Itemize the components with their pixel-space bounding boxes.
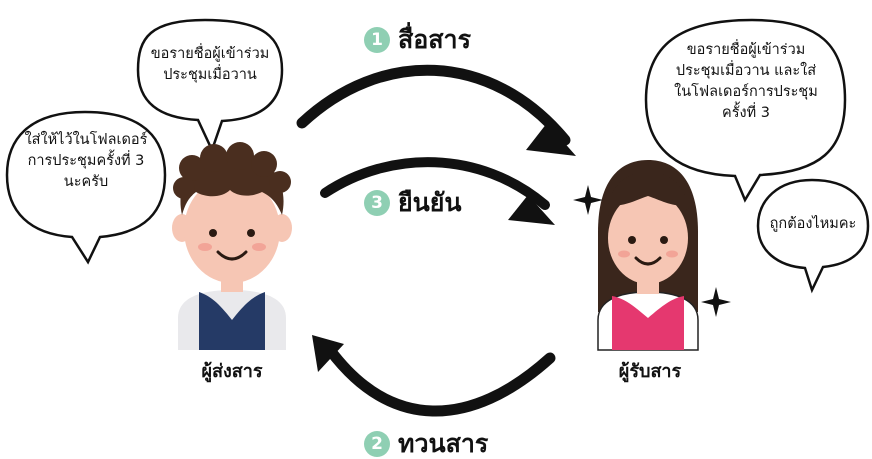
arrow-step1-head xyxy=(526,123,576,156)
sender-bubble-top-text: ขอรายชื่อผู้เข้าร่วม ประชุมเมื่อวาน xyxy=(150,46,270,84)
arrow-step3-curve xyxy=(320,157,550,210)
sparkle-icon-right xyxy=(701,287,731,317)
bubble-sender-left xyxy=(5,110,167,265)
sender-role-label: ผู้ส่งสาร xyxy=(201,361,263,382)
step-3-number: 3 xyxy=(364,190,390,216)
step-3-label: 3 ยืนยัน xyxy=(364,183,461,223)
receiver-avatar xyxy=(597,160,699,351)
step-2-text: ทวนสาร xyxy=(398,429,489,458)
step-1-text: สื่อสาร xyxy=(398,25,471,54)
arrow-step2-head xyxy=(312,335,344,372)
sender-avatar xyxy=(172,142,292,350)
sender-bubble-left-text: ใส่ให้ไว้ในโฟลเดอร์ การประชุมครั้งที่ 3 … xyxy=(24,132,148,191)
sparkle-icon-left xyxy=(573,185,603,215)
step-2-label: 2 ทวนสาร xyxy=(364,424,488,459)
receiver-role-label: ผู้รับสาร xyxy=(618,361,682,382)
arrow-step2-curve xyxy=(324,344,556,417)
step-2-number: 2 xyxy=(364,431,390,457)
arrow-step3-head xyxy=(508,195,555,225)
step-1-label: 1 สื่อสาร xyxy=(364,20,471,60)
receiver-bubble-small-text: ถูกต้องไหมคะ xyxy=(769,216,857,232)
arrow-step1-curve xyxy=(296,64,571,146)
step-3-text: ยืนยัน xyxy=(398,188,462,217)
receiver-bubble-top-text: ขอรายชื่อผู้เข้าร่วม ประชุมเมื่อวาน และใ… xyxy=(674,42,818,122)
step-1-number: 1 xyxy=(364,27,390,53)
bubble-receiver-small xyxy=(756,178,870,294)
bubble-receiver-top xyxy=(644,18,847,203)
